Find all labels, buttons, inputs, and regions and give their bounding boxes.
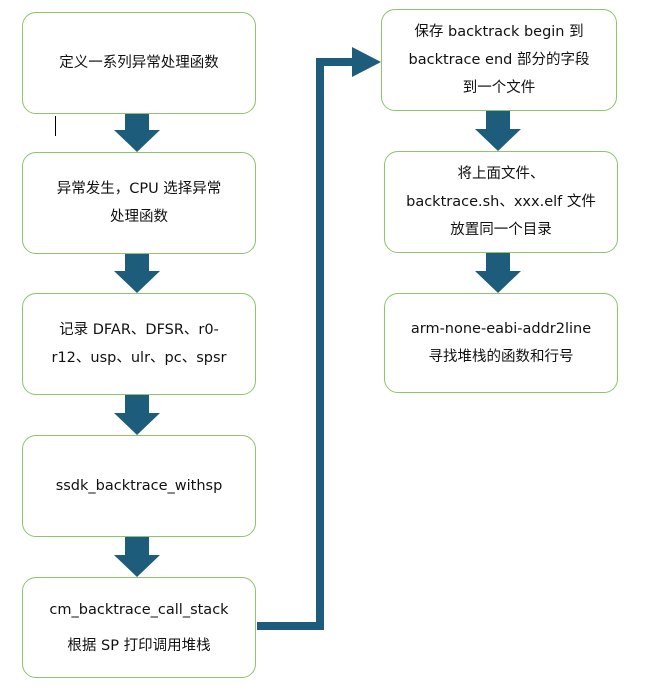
step-text: 放置同一个目录 — [450, 222, 552, 238]
down-arrow-3 — [114, 395, 160, 435]
down-arrow-6 — [475, 252, 521, 293]
stray-line-mark — [55, 116, 56, 136]
column-connector-line — [257, 58, 356, 630]
step-text: cm_backtrace_call_stack — [49, 601, 229, 618]
step-text: backtrace.sh、xxx.elf 文件 — [406, 194, 596, 210]
step-text: r12、usp、ulr、pc、spsr — [51, 350, 227, 366]
step-addr2line: arm-none-eabi-addr2line 寻找堆栈的函数和行号 — [384, 293, 618, 393]
step-text: 到一个文件 — [462, 80, 536, 96]
step-text: 异常发生，CPU 选择异常 — [56, 181, 222, 197]
down-arrow-1 — [114, 112, 160, 152]
down-arrow-4 — [114, 537, 160, 577]
step-record-registers: 记录 DFAR、DFSR、r0- r12、usp、ulr、pc、spsr — [22, 293, 256, 395]
step-define-handlers: 定义一系列异常处理函数 — [22, 12, 256, 114]
down-arrow-2 — [114, 253, 160, 293]
step-save-backtrace: 保存 backtrack begin 到 backtrace end 部分的字段… — [381, 9, 617, 111]
step-text: 寻找堆栈的函数和行号 — [428, 349, 574, 365]
step-text: 定义一系列异常处理函数 — [59, 55, 219, 71]
step-text: 处理函数 — [110, 209, 168, 225]
step-call-stack: cm_backtrace_call_stack 根据 SP 打印调用堆栈 — [22, 577, 256, 678]
step-text: 保存 backtrack begin 到 — [414, 24, 584, 40]
step-text: arm-none-eabi-addr2line — [410, 321, 592, 337]
column-connector-arrowhead — [352, 47, 381, 77]
down-arrow-5 — [475, 110, 521, 151]
step-text: 记录 DFAR、DFSR、r0- — [59, 322, 219, 338]
step-text: backtrace end 部分的字段 — [408, 52, 590, 68]
step-place-files: 将上面文件、 backtrace.sh、xxx.elf 文件 放置同一个目录 — [384, 151, 618, 253]
step-backtrace-withsp: ssdk_backtrace_withsp — [22, 435, 256, 537]
step-exception-occurs: 异常发生，CPU 选择异常 处理函数 — [22, 152, 256, 254]
step-text: 根据 SP 打印调用堆栈 — [67, 637, 211, 654]
step-text: 将上面文件、 — [457, 166, 545, 182]
step-text: ssdk_backtrace_withsp — [55, 478, 223, 494]
